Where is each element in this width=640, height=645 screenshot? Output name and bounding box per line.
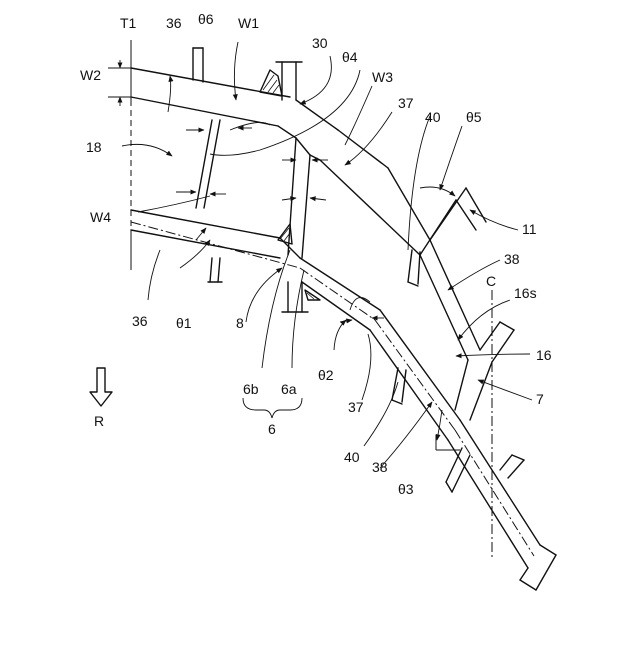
label-theta6: θ6 <box>198 11 214 27</box>
theta6-strut <box>193 48 220 208</box>
label-6: 6 <box>268 421 276 437</box>
label-w2: W2 <box>80 67 101 83</box>
label-theta3: θ3 <box>398 481 414 497</box>
label-6a: 6a <box>281 381 297 397</box>
label-w3: W3 <box>372 69 393 85</box>
label-38-bot: 38 <box>372 459 388 475</box>
bracket-11 <box>408 188 486 286</box>
label-37-top: 37 <box>398 95 414 111</box>
label-theta5: θ5 <box>466 109 482 125</box>
label-18: 18 <box>86 139 102 155</box>
label-40-bot: 40 <box>344 449 360 465</box>
label-36-top: 36 <box>166 15 182 31</box>
label-w1: W1 <box>238 15 259 31</box>
label-t1: T1 <box>120 15 137 31</box>
central-member-6 <box>288 130 388 258</box>
label-37-bot: 37 <box>348 399 364 415</box>
label-16s: 16s <box>514 285 537 301</box>
label-36-bot: 36 <box>132 313 148 329</box>
label-16: 16 <box>536 347 552 363</box>
leader-lines <box>122 42 532 468</box>
label-w4: W4 <box>90 209 111 225</box>
label-r: R <box>94 413 104 429</box>
label-theta4: θ4 <box>342 49 358 65</box>
brace-6 <box>243 398 302 418</box>
label-8: 8 <box>236 315 244 331</box>
label-theta1: θ1 <box>176 315 192 331</box>
label-40-top: 40 <box>425 109 441 125</box>
label-7: 7 <box>536 391 544 407</box>
label-11: 11 <box>522 221 537 237</box>
label-38-top: 38 <box>504 251 520 267</box>
label-theta2: θ2 <box>318 367 334 383</box>
upper-joint <box>260 62 338 138</box>
direction-arrow-r <box>90 368 112 406</box>
label-30: 30 <box>312 35 328 51</box>
label-6b: 6b <box>243 381 259 397</box>
labels: T1 36 θ6 W1 30 θ4 W3 W2 37 40 θ5 18 W4 1… <box>80 11 552 497</box>
label-c: C <box>486 273 496 289</box>
